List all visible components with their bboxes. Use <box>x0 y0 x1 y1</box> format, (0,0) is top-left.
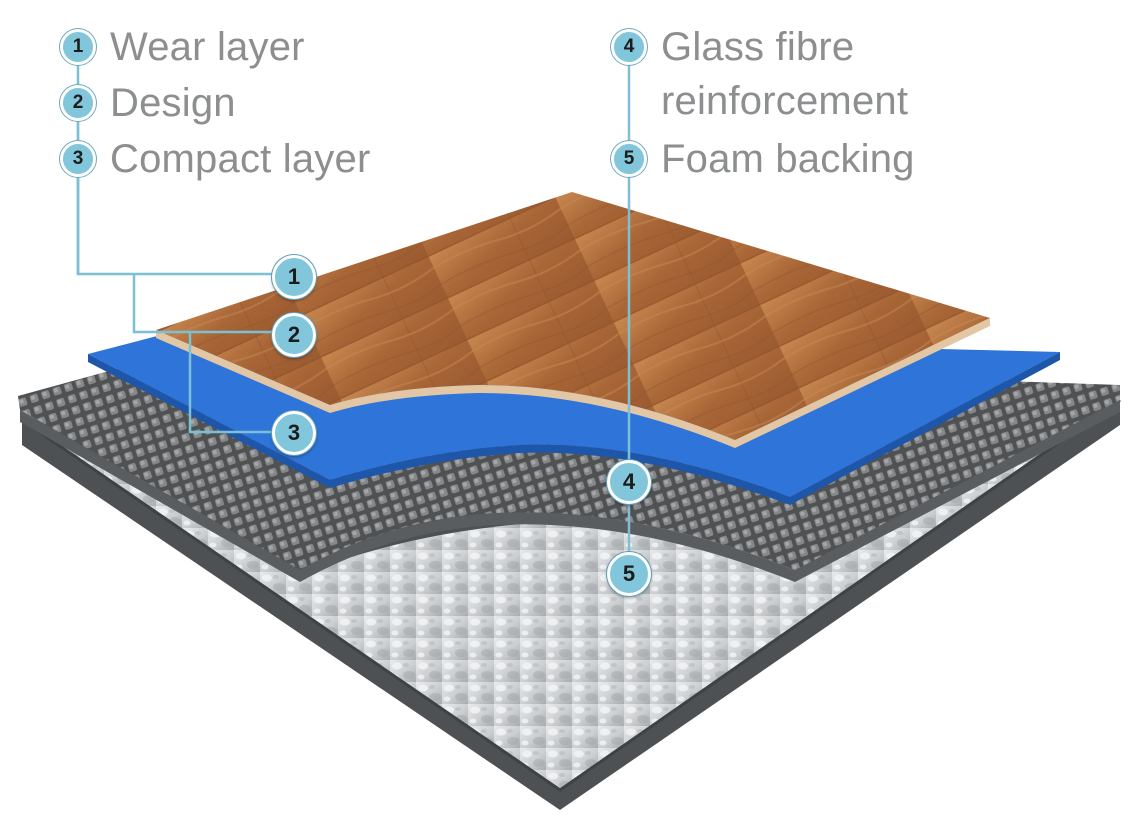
legend-badge-1: 1 <box>60 29 96 65</box>
legend-label-foam-backing: Foam backing <box>661 137 915 181</box>
legend-badge-5: 5 <box>611 141 647 177</box>
legend-label-compact-layer: Compact layer <box>110 137 371 181</box>
design-wood-surface <box>156 192 990 440</box>
leader-lines <box>76 44 631 552</box>
legend-item-glass-fibre: 4 Glass fibre reinforcement <box>611 20 981 128</box>
legend-item-foam-backing: 5 Foam backing <box>611 132 915 186</box>
marker-3: 3 <box>272 411 316 455</box>
legend-label-glass-fibre: Glass fibre reinforcement <box>661 25 909 123</box>
legend-item-compact-layer: 3 Compact layer <box>60 132 370 186</box>
marker-4: 4 <box>607 460 651 504</box>
legend-item-wear-layer: 1 Wear layer <box>60 20 305 74</box>
legend-label-design: Design <box>110 81 236 125</box>
legend-badge-3: 3 <box>60 141 96 177</box>
leader-line-3 <box>76 158 274 434</box>
legend-badge-4: 4 <box>611 29 647 65</box>
marker-5: 5 <box>607 552 651 596</box>
marker-2: 2 <box>272 313 316 357</box>
legend-badge-2: 2 <box>60 85 96 121</box>
legend-item-design: 2 Design <box>60 76 236 130</box>
legend-label-wear-layer: Wear layer <box>110 25 305 69</box>
marker-1: 1 <box>272 255 316 299</box>
